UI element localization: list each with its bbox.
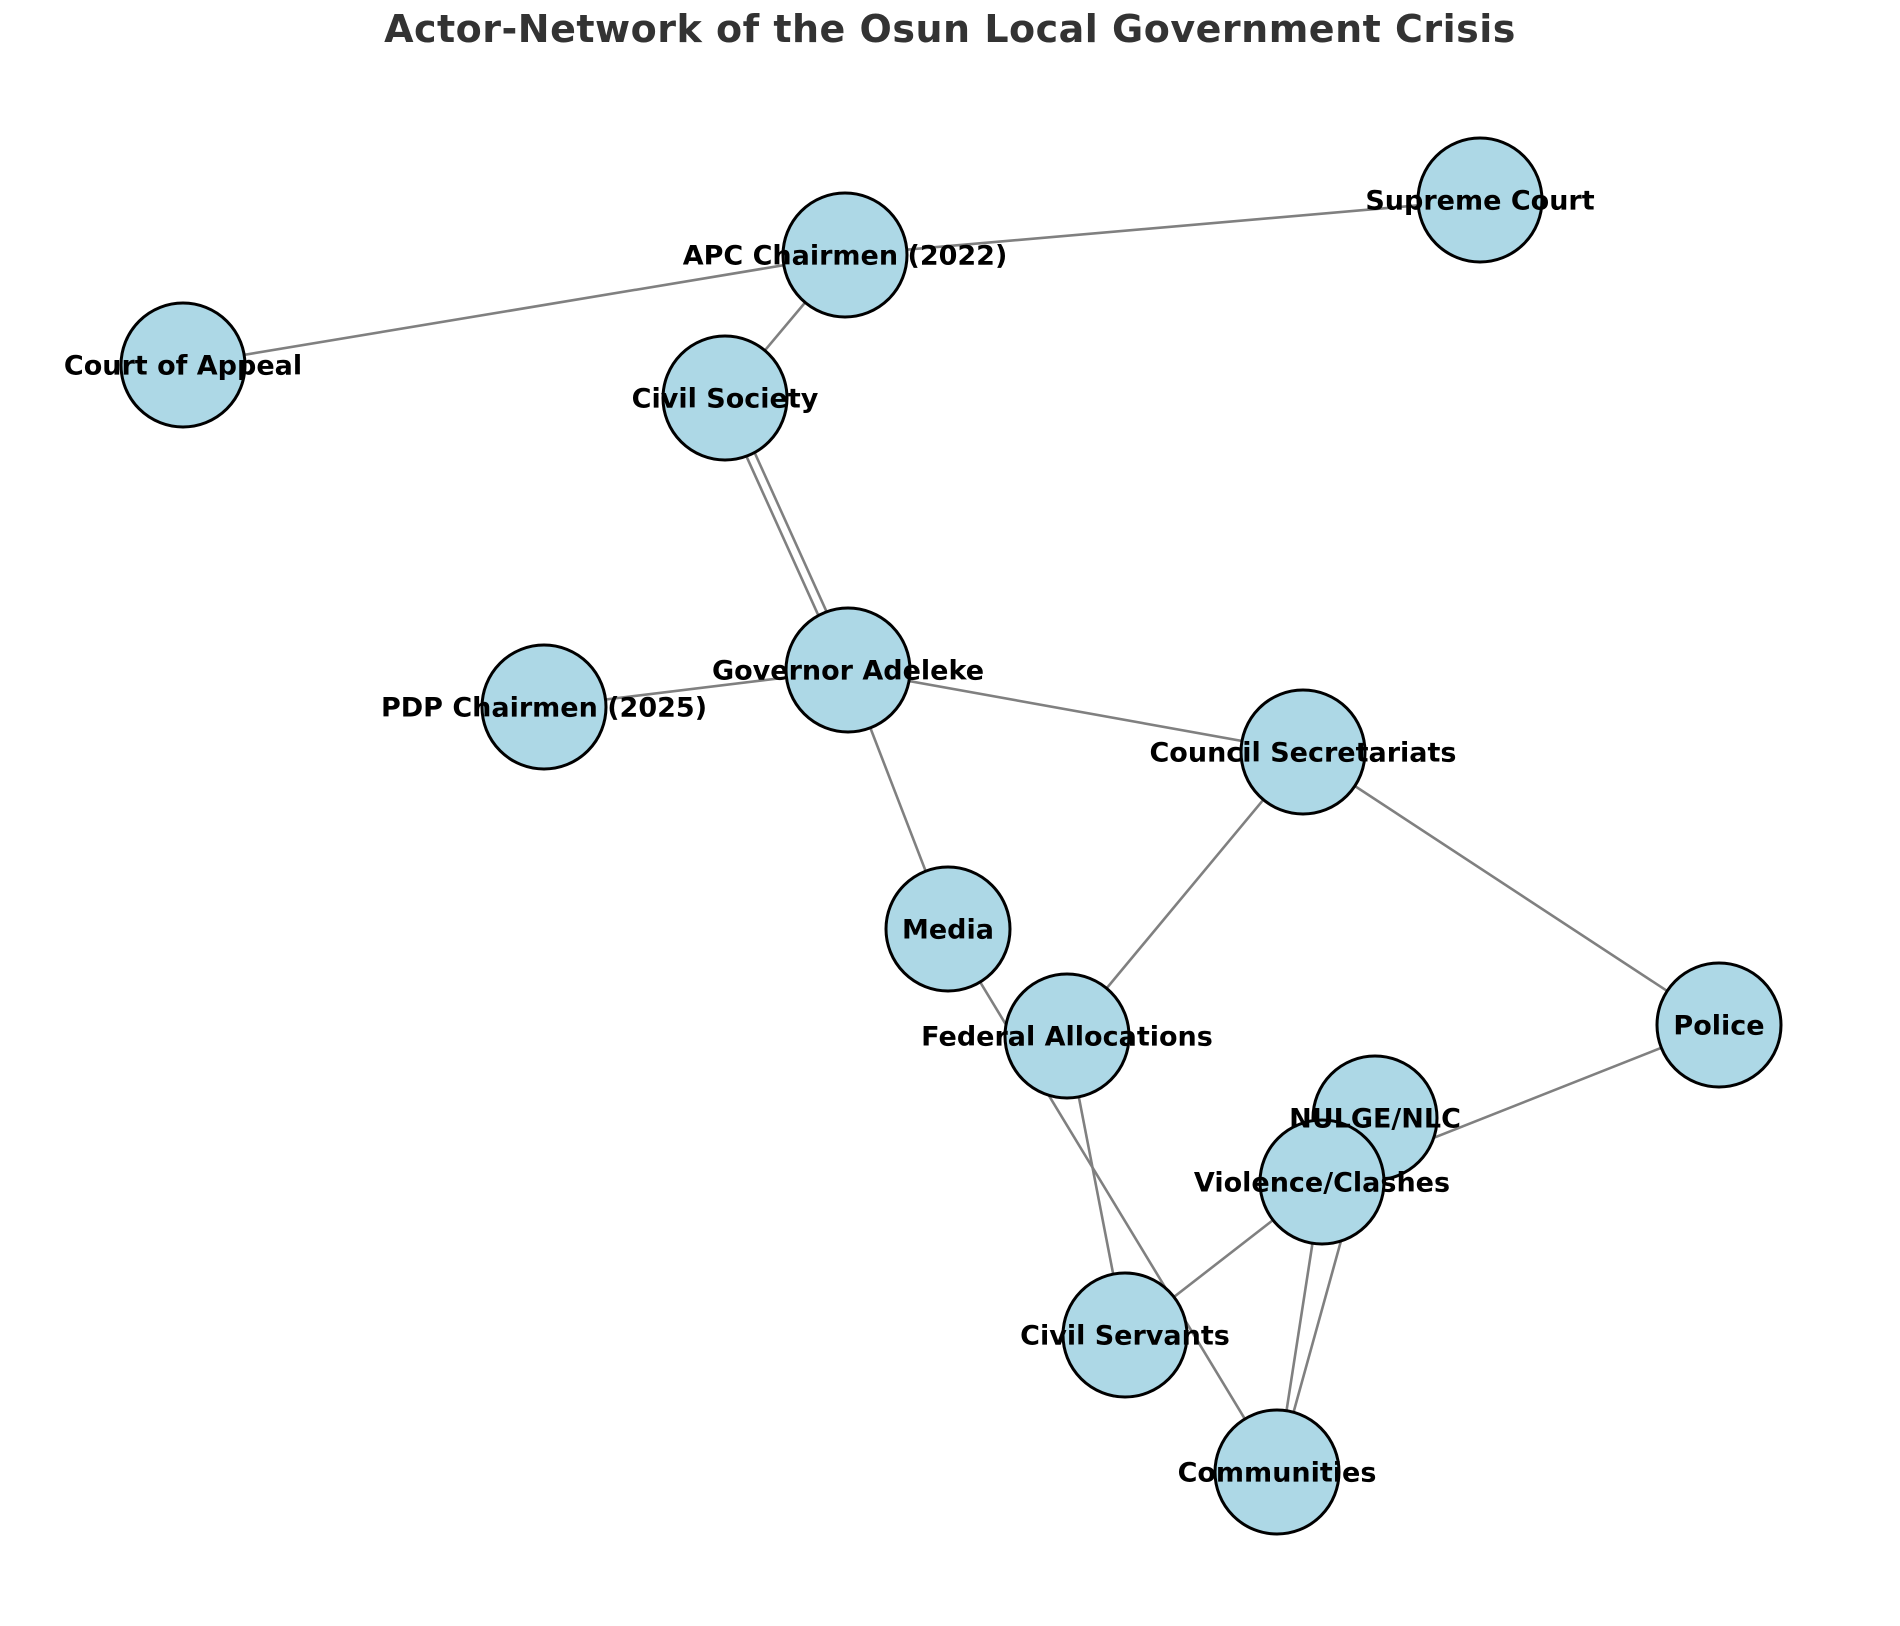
graph-node-label-court-of-appeal: Court of Appeal xyxy=(64,350,302,381)
graph-node-communities xyxy=(1213,1408,1341,1536)
nodes-layer xyxy=(119,136,1783,1536)
graph-node-pdp-chairmen-2025 xyxy=(480,643,608,771)
graph-edge-governor-adeleke--council-secretariats xyxy=(847,668,1304,754)
page-title: Actor-Network of the Osun Local Governme… xyxy=(384,7,1516,51)
graph-node-label-pdp-chairmen-2025: PDP Chairmen (2025) xyxy=(381,692,707,723)
graph-edge-council-secretariats--police xyxy=(1302,750,1720,1027)
graph-node-label-civil-society: Civil Society xyxy=(632,383,819,414)
graph-node-federal-allocations xyxy=(1003,972,1131,1100)
graph-node-media xyxy=(884,865,1012,993)
graph-edge-apc-chairmen-2022--court-of-appeal xyxy=(182,253,846,367)
graph-node-label-council-secretariats: Council Secretariats xyxy=(1149,737,1456,768)
graph-node-label-civil-servants: Civil Servants xyxy=(1020,1320,1230,1351)
edges-layer xyxy=(182,198,1720,1473)
graph-node-label-communities: Communities xyxy=(1178,1457,1377,1488)
graph-node-label-supreme-court: Supreme Court xyxy=(1365,185,1594,216)
graph-node-label-violence-clashes: Violence/Clashes xyxy=(1194,1167,1450,1198)
graph-node-civil-society xyxy=(661,334,789,462)
graph-node-label-federal-allocations: Federal Allocations xyxy=(921,1021,1213,1052)
graph-node-court-of-appeal xyxy=(119,301,247,429)
graph-node-label-police: Police xyxy=(1673,1010,1764,1041)
graph-node-label-governor-adeleke: Governor Adeleke xyxy=(712,655,984,686)
graph-node-label-nulge-nlc: NULGE/NLC xyxy=(1289,1103,1461,1134)
graph-node-council-secretariats xyxy=(1239,688,1367,816)
graph-node-governor-adeleke xyxy=(784,606,912,734)
graph-node-label-media: Media xyxy=(902,914,994,945)
graph-edge-apc-chairmen-2022--supreme-court xyxy=(844,198,1481,257)
graph-node-civil-servants xyxy=(1061,1271,1189,1399)
graph-node-apc-chairmen-2022 xyxy=(781,191,909,319)
graph-node-label-apc-chairmen-2022: APC Chairmen (2022) xyxy=(683,240,1008,271)
graph-edge-media--communities xyxy=(946,928,1279,1473)
graph-node-supreme-court xyxy=(1416,136,1544,264)
graph-node-violence-clashes xyxy=(1258,1118,1386,1246)
graph-node-police xyxy=(1655,961,1783,1089)
